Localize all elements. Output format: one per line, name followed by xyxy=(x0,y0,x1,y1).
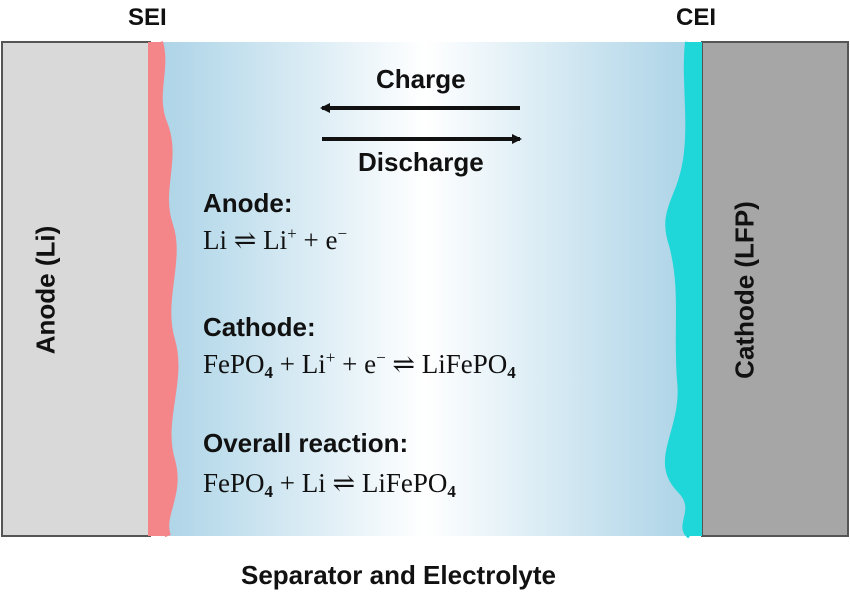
electrolyte-region xyxy=(150,42,700,536)
anode-electron-charge: − xyxy=(337,224,348,243)
cathode-arrow: ⇌ xyxy=(392,349,416,379)
cathode-product-sub: 4 xyxy=(507,363,516,382)
cathode-electrode xyxy=(701,41,849,537)
cathode-ion: Li xyxy=(301,349,326,379)
anode-electron: e xyxy=(325,225,338,255)
anode-electrode xyxy=(1,41,151,537)
cathode-label: Cathode (LFP) xyxy=(729,201,760,379)
cathode-ion-charge: + xyxy=(325,348,336,367)
cei-layer xyxy=(667,42,702,536)
anode-plus: + xyxy=(303,225,319,255)
cathode-electron: e xyxy=(364,349,377,379)
cathode-electron-charge: − xyxy=(376,348,386,367)
overall-equation: FePO4 + Li ⇌ LiFePO4 xyxy=(203,468,456,502)
cei-line xyxy=(665,41,693,539)
cathode-heading: Cathode: xyxy=(203,312,316,342)
cathode-reactant-sub: 4 xyxy=(264,363,274,382)
cathode-plus-1: + xyxy=(279,349,295,379)
anode-heading: Anode: xyxy=(203,188,293,218)
overall-arrow: ⇌ xyxy=(332,468,356,498)
charge-label: Charge xyxy=(376,64,466,94)
overall-product: LiFePO xyxy=(361,468,448,498)
anode-arrow: ⇌ xyxy=(233,225,257,255)
overall-reactant: FePO xyxy=(203,468,265,498)
anode-label: Anode (Li) xyxy=(30,225,61,355)
overall-metal: Li xyxy=(301,468,326,498)
cei-label: CEI xyxy=(676,4,717,31)
overall-heading: Overall reaction: xyxy=(203,428,409,458)
cathode-reactant: FePO xyxy=(203,349,265,379)
anode-lhs: Li xyxy=(203,225,227,255)
overall-product-sub: 4 xyxy=(447,482,456,501)
overall-reactant-sub: 4 xyxy=(264,482,274,501)
anode-ion: Li xyxy=(263,225,288,255)
cathode-product: LiFePO xyxy=(421,349,508,379)
sei-line xyxy=(156,41,179,538)
cathode-equation: FePO4 + Li+ + e− ⇌ LiFePO4 xyxy=(203,348,516,383)
anode-ion-charge: + xyxy=(287,224,297,243)
overall-plus: + xyxy=(279,468,295,498)
anode-equation: Li ⇌ Li+ + e− xyxy=(203,224,347,256)
cathode-plus-2: + xyxy=(342,349,358,379)
sei-label: SEI xyxy=(128,4,167,31)
separator-label: Separator and Electrolyte xyxy=(241,560,556,590)
discharge-label: Discharge xyxy=(358,147,484,177)
